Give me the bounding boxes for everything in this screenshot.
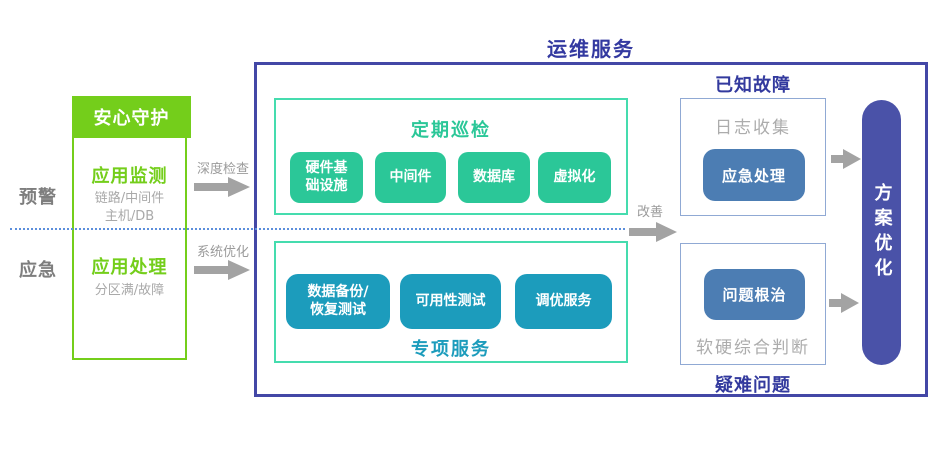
ops-service-box: 定期巡检 硬件基础设施 中间件 数据库 虚拟化 数据备份/恢复测试 可用性测试 … bbox=[254, 62, 928, 397]
app-handle-sub-line1: 分区满/故障 bbox=[94, 283, 165, 298]
arrow-right-icon bbox=[829, 293, 859, 313]
system-optimize-label: 系统优化 bbox=[196, 245, 249, 260]
arrow-right-icon bbox=[629, 222, 677, 242]
outcome-pill-label: 方案优化 bbox=[871, 182, 893, 283]
emergency-handle-chip: 应急处理 bbox=[703, 149, 805, 201]
app-monitor-sub-line1: 链路/中间件 bbox=[94, 191, 165, 206]
side-label-emergency: 应急 bbox=[19, 260, 57, 281]
outcome-pill: 方案优化 bbox=[862, 100, 901, 365]
side-label-warning: 预警 bbox=[19, 187, 57, 208]
inspection-item-database: 数据库 bbox=[458, 152, 530, 203]
inspection-item-virtualization: 虚拟化 bbox=[538, 152, 611, 203]
known-fault-box: 日志收集 应急处理 bbox=[680, 98, 826, 216]
soft-hard-judge-label: 软硬综合判断 bbox=[696, 338, 810, 358]
improve-label: 改善 bbox=[636, 205, 663, 220]
inspection-item-hardware: 硬件基础设施 bbox=[290, 152, 363, 203]
arrow-right-icon bbox=[831, 149, 861, 169]
app-monitor-sub-line2: 主机/DB bbox=[104, 209, 155, 224]
hard-problem-box: 问题根治 软硬综合判断 bbox=[680, 243, 826, 365]
special-service-section: 数据备份/恢复测试 可用性测试 调优服务 专项服务 bbox=[274, 241, 628, 363]
special-service-title: 专项服务 bbox=[411, 339, 491, 360]
arrow-right-icon bbox=[194, 177, 250, 197]
inspection-section: 定期巡检 硬件基础设施 中间件 数据库 虚拟化 bbox=[274, 98, 628, 215]
special-item-availability: 可用性测试 bbox=[400, 274, 501, 329]
arrow-right-icon bbox=[194, 260, 250, 280]
inspection-item-middleware: 中间件 bbox=[375, 152, 446, 203]
special-item-backup: 数据备份/恢复测试 bbox=[286, 274, 390, 329]
log-collect-label: 日志收集 bbox=[715, 118, 791, 138]
problem-root-cure-chip: 问题根治 bbox=[704, 269, 805, 320]
inspection-title: 定期巡检 bbox=[411, 120, 491, 141]
dotted-divider-line bbox=[10, 228, 625, 230]
ops-service-title: 运维服务 bbox=[547, 37, 635, 61]
known-fault-title: 已知故障 bbox=[715, 75, 791, 96]
special-item-tuning: 调优服务 bbox=[515, 274, 612, 329]
app-handle-title: 应用处理 bbox=[91, 257, 168, 278]
hard-problem-title: 疑难问题 bbox=[715, 375, 791, 396]
deep-check-label: 深度检查 bbox=[196, 162, 249, 177]
app-monitor-title: 应用监测 bbox=[91, 166, 168, 187]
guard-panel-header: 安心守护 bbox=[72, 96, 191, 138]
